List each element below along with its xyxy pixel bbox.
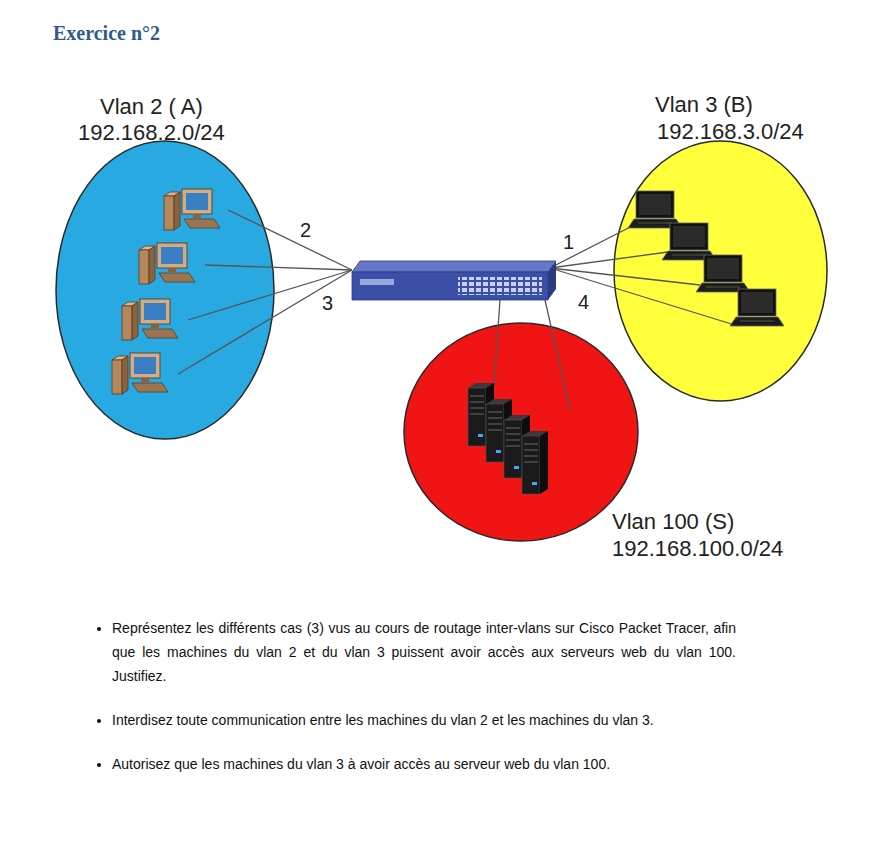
vlan-name: Vlan 100 (S): [612, 509, 734, 534]
vlan-ellipse-shape: [56, 141, 274, 439]
page-title: Exercice n°2: [53, 22, 160, 45]
vlan-name: Vlan 3 (B): [655, 92, 753, 117]
desktop-icon: [122, 299, 178, 340]
callout-number: 1: [563, 232, 574, 252]
callout-number: 2: [300, 220, 311, 240]
server-icon: [522, 431, 548, 494]
network-cables: [178, 210, 738, 410]
cable: [545, 300, 570, 410]
vlan-ellipse: [55, 140, 275, 440]
cable: [205, 265, 352, 270]
subnet-address: 192.168.100.0/24: [612, 536, 783, 561]
switch-badge: [360, 279, 394, 285]
cable: [494, 300, 500, 386]
switch-side: [548, 261, 556, 300]
servers: [468, 383, 548, 494]
callout-number: 3: [322, 293, 333, 313]
cable: [188, 270, 352, 320]
cable: [228, 210, 352, 270]
switch-front: [352, 272, 548, 300]
subnet-address: 192.168.2.0/24: [78, 120, 225, 145]
switch-ports: [458, 277, 542, 295]
vlan-region: Vlan 2 ( A)192.168.2.0/24: [55, 140, 275, 440]
desktop-icon: [164, 189, 220, 230]
vlan-name: Vlan 2 ( A): [100, 94, 203, 119]
laptop-computers: [628, 191, 784, 326]
cable: [550, 252, 668, 268]
laptop-icon: [628, 191, 682, 228]
laptop-icon: [730, 289, 784, 326]
cable: [550, 222, 640, 268]
vlan-ellipse-shape: [404, 323, 638, 541]
subnet-address: 192.168.3.0/24: [657, 119, 804, 144]
switch-icon: [352, 261, 556, 300]
instruction-item: Autorisez que les machines du vlan 3 à a…: [112, 752, 736, 776]
desktop-icon: [139, 243, 195, 284]
instruction-item: Interdisez toute communication entre les…: [112, 708, 736, 732]
vlan-ellipse-shape: [614, 141, 827, 401]
desktop-computers: [112, 189, 220, 394]
switch-top: [352, 261, 556, 272]
callout-number: 4: [578, 292, 589, 312]
instruction-list: Représentez les différents cas (3) vus a…: [88, 616, 736, 796]
laptop-icon: [696, 255, 750, 292]
laptop-icon: [662, 223, 716, 260]
instruction-item: Représentez les différents cas (3) vus a…: [112, 616, 736, 688]
desktop-icon: [112, 353, 168, 394]
cable: [550, 268, 700, 285]
cable: [178, 270, 352, 374]
